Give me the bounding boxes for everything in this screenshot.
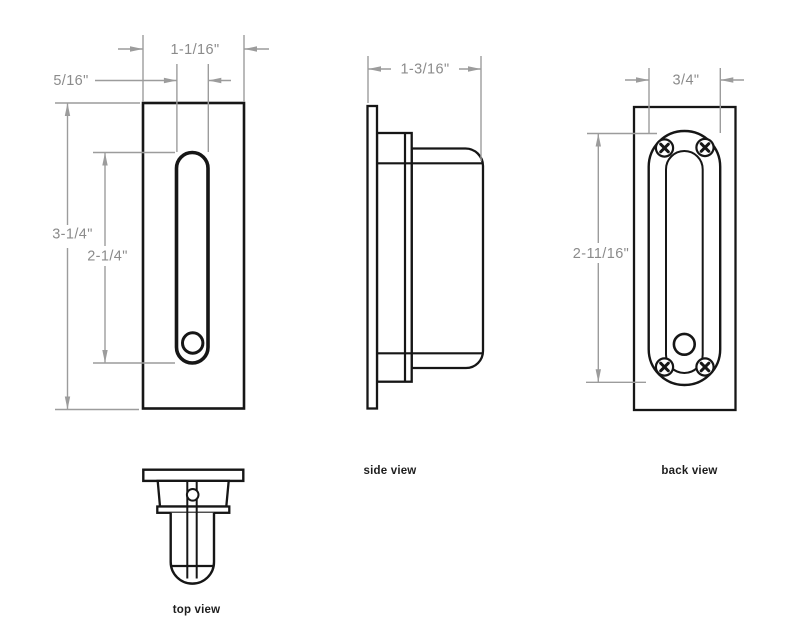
phillips-screw-top-right	[695, 137, 715, 158]
phillips-screw-bottom-left	[654, 357, 675, 377]
front-width-dimension: 1-1/16"	[118, 35, 269, 102]
top-pin-hole	[185, 488, 200, 502]
back-view: 3/4" 2-11/16" back view	[573, 68, 744, 477]
back-view-label: back view	[661, 465, 717, 477]
top-flange	[142, 468, 245, 483]
top-cup-outline	[169, 512, 216, 585]
side-view: 1-3/16" side view	[364, 56, 485, 477]
front-slot-width-value: 5/16"	[53, 73, 88, 89]
top-view-label: top view	[173, 604, 221, 616]
side-view-label: side view	[364, 465, 417, 477]
side-depth-value: 1-3/16"	[400, 62, 449, 78]
front-view: 1-1/16" 5/16" 3-1/4" 2-1/4"	[52, 35, 269, 411]
side-depth-dimension: 1-3/16"	[367, 56, 482, 161]
front-height-dimension: 3-1/4"	[52, 102, 140, 411]
back-finger-hole	[672, 332, 696, 356]
top-collar-band	[156, 505, 231, 514]
front-slot-height-value: 2-1/4"	[87, 249, 128, 265]
top-view: top view	[142, 468, 245, 616]
side-collar	[375, 131, 413, 383]
back-cup-height-value: 2-11/16"	[573, 246, 629, 262]
front-width-value: 1-1/16"	[170, 42, 219, 58]
phillips-screw-bottom-right	[695, 357, 715, 377]
back-cup-width-dimension: 3/4"	[625, 68, 744, 133]
back-cup-inner	[665, 150, 704, 374]
front-slot-width-dimension: 5/16"	[53, 64, 231, 152]
front-slot-height-dimension: 2-1/4"	[87, 151, 175, 364]
front-height-value: 3-1/4"	[52, 227, 93, 243]
side-face-plate	[366, 104, 379, 410]
side-cup-body	[410, 147, 485, 370]
front-pull-slot	[174, 150, 210, 365]
back-cup-width-value: 3/4"	[673, 73, 700, 89]
back-cup-height-dimension: 2-11/16"	[573, 132, 657, 383]
front-finger-hole	[181, 331, 205, 355]
phillips-screw-top-left	[654, 138, 675, 158]
